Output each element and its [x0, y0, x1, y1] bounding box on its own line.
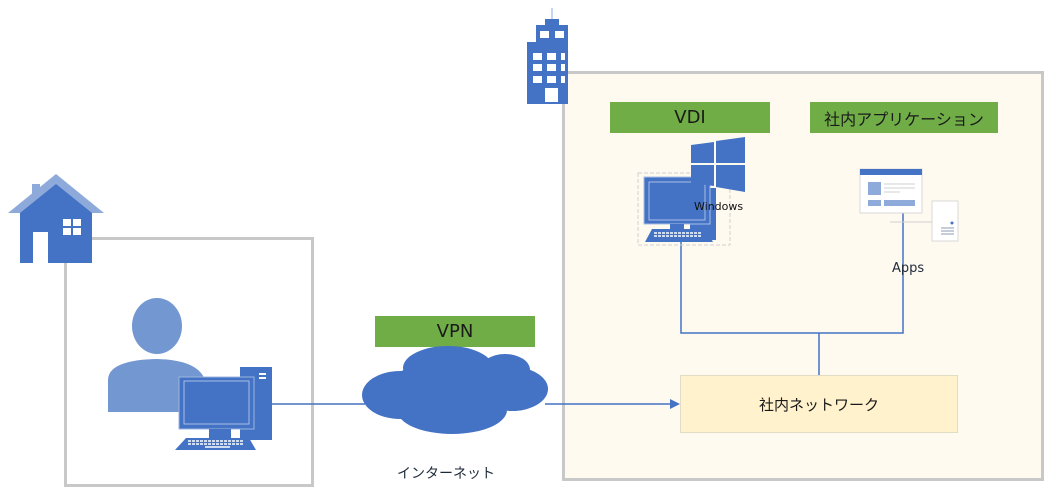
- vdi-label-text: VDI: [674, 107, 706, 128]
- vdi-label: VDI: [610, 102, 770, 133]
- internal-apps-label-text: 社内アプリケーション: [824, 109, 984, 129]
- server-icon: [890, 200, 959, 242]
- building-icon: [527, 8, 568, 104]
- application-window-icon: [859, 168, 923, 214]
- windows-logo-icon: [691, 137, 745, 192]
- vdi-computer-icon: [637, 172, 731, 246]
- connectors: [272, 201, 912, 409]
- vdi-app-bus-line: [680, 208, 904, 334]
- cloud-icon: [362, 346, 548, 434]
- vpn-label: VPN: [375, 316, 535, 347]
- apps-text: Apps: [892, 261, 925, 276]
- internal-network-text: 社内ネットワーク: [758, 395, 879, 414]
- internet-text: インターネット: [397, 466, 495, 482]
- windows-text: Windows: [694, 200, 744, 213]
- vpn-label-text: VPN: [436, 321, 474, 342]
- house-icon: [8, 174, 104, 263]
- desktop-computer-icon: [175, 367, 272, 450]
- internal-network-box: 社内ネットワーク: [680, 375, 958, 433]
- internal-apps-label: 社内アプリケーション: [810, 102, 998, 133]
